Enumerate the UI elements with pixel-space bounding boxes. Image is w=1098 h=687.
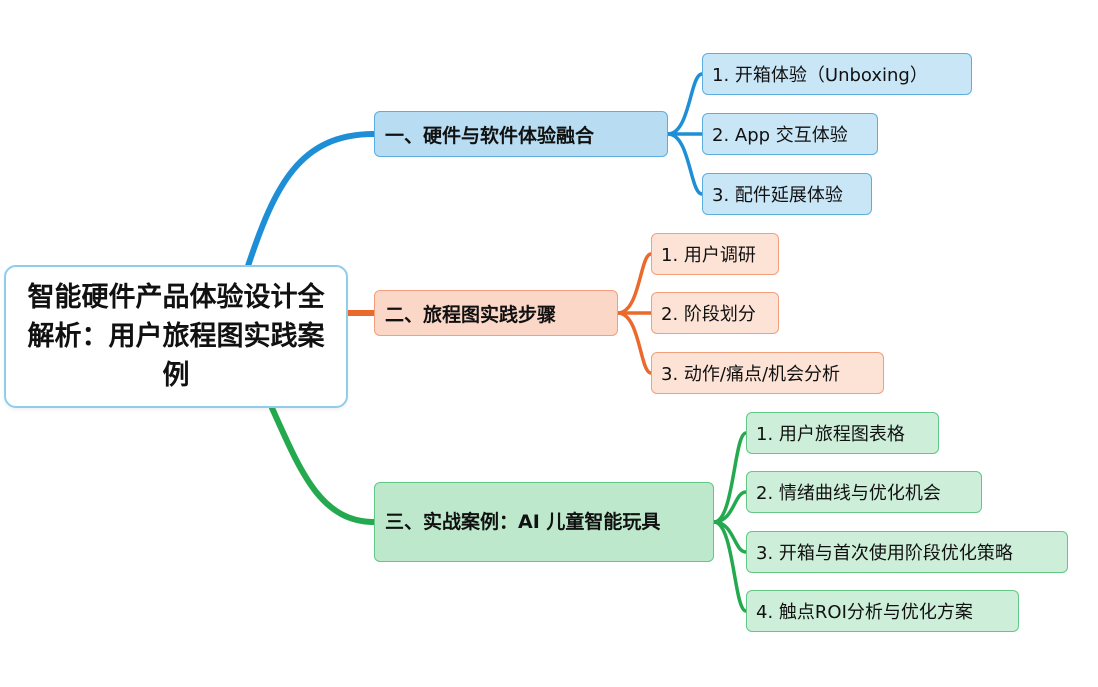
- leaf-topic-3-4[interactable]: 4. 触点ROI分析与优化方案: [746, 590, 1019, 632]
- branch-3-to-leaf-1-line: [713, 431, 747, 524]
- branch-1-to-leaf-3-line: [667, 132, 703, 196]
- leaf-topic-3-1[interactable]: 1. 用户旅程图表格: [746, 412, 939, 454]
- leaf-topic-2-1-label: 1. 用户调研: [661, 245, 756, 266]
- leaf-topic-3-2[interactable]: 2. 情绪曲线与优化机会: [746, 471, 982, 513]
- leaf-topic-1-3[interactable]: 3. 配件延展体验: [702, 173, 872, 215]
- leaf-topic-2-3[interactable]: 3. 动作/痛点/机会分析: [651, 352, 884, 394]
- root-topic[interactable]: 智能硬件产品体验设计全解析：用户旅程图实践案例: [4, 265, 348, 408]
- leaf-topic-2-3-label: 3. 动作/痛点/机会分析: [661, 364, 841, 385]
- leaf-topic-1-1[interactable]: 1. 开箱体验（Unboxing）: [702, 53, 972, 95]
- branch-topic-3-label: 三、实战案例：AI 儿童智能玩具: [385, 511, 661, 533]
- leaf-topic-1-2-label: 2. App 交互体验: [712, 125, 848, 146]
- leaf-topic-3-1-label: 1. 用户旅程图表格: [756, 424, 905, 445]
- branch-topic-2[interactable]: 二、旅程图实践步骤: [374, 290, 618, 336]
- root-topic-label: 智能硬件产品体验设计全解析：用户旅程图实践案例: [27, 282, 325, 391]
- branch-topic-1-label: 一、硬件与软件体验融合: [385, 124, 595, 147]
- leaf-topic-1-1-label: 1. 开箱体验（Unboxing）: [712, 65, 928, 86]
- leaf-topic-3-4-label: 4. 触点ROI分析与优化方案: [756, 602, 973, 623]
- branch-topic-1[interactable]: 一、硬件与软件体验融合: [374, 111, 668, 157]
- root-to-branch-1-line: [245, 131, 377, 269]
- branch-1-to-leaf-1-line: [667, 72, 703, 136]
- leaf-topic-1-2[interactable]: 2. App 交互体验: [702, 113, 878, 155]
- leaf-topic-1-3-label: 3. 配件延展体验: [712, 185, 843, 206]
- leaf-topic-3-3[interactable]: 3. 开箱与首次使用阶段优化策略: [746, 531, 1068, 573]
- branch-2-to-leaf-1-line: [617, 252, 652, 315]
- branch-2-to-leaf-3-line: [617, 311, 652, 375]
- root-to-branch-3-line: [269, 405, 377, 525]
- branch-topic-2-label: 二、旅程图实践步骤: [385, 303, 557, 326]
- leaf-topic-2-2[interactable]: 2. 阶段划分: [651, 292, 779, 334]
- leaf-topic-2-1[interactable]: 1. 用户调研: [651, 233, 779, 275]
- leaf-topic-2-2-label: 2. 阶段划分: [661, 304, 756, 325]
- branch-topic-3[interactable]: 三、实战案例：AI 儿童智能玩具: [374, 482, 714, 562]
- branch-3-to-leaf-4-line: [713, 520, 747, 613]
- leaf-topic-3-3-label: 3. 开箱与首次使用阶段优化策略: [756, 543, 1013, 564]
- leaf-topic-3-2-label: 2. 情绪曲线与优化机会: [756, 483, 941, 504]
